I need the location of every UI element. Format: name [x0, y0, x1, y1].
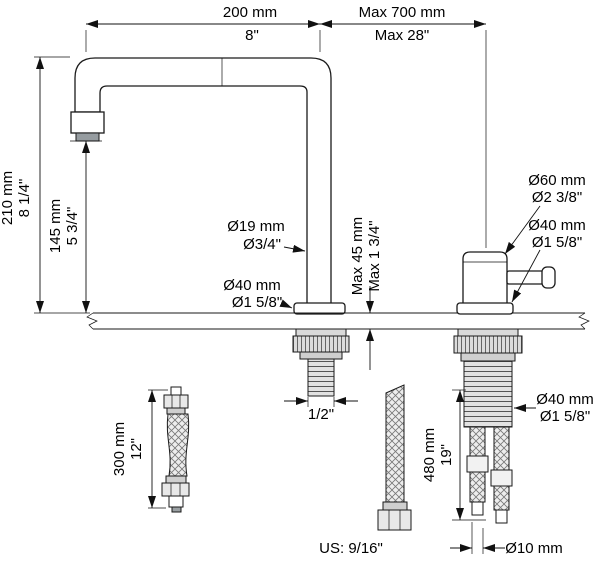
countertop: [86, 312, 590, 330]
spout-base-escutcheon: [293, 302, 346, 315]
aerator-tip: [75, 132, 100, 142]
side-hose-in-label: 12": [128, 438, 145, 460]
handle-dia-mm-label: Ø60 mm: [528, 172, 586, 189]
reach-in-label: 8": [245, 27, 259, 44]
handle-dia-leader: [504, 205, 541, 255]
spout-outline: [70, 57, 346, 315]
lever-knob: [541, 266, 556, 289]
spout-base-mm-label: Ø40 mm: [223, 277, 281, 294]
side-hose-mm-label: 300 mm: [111, 422, 128, 476]
reach-mm-label: 200 mm: [223, 4, 277, 21]
valve-hose-right: [493, 426, 510, 511]
height-mm-label: 210 mm: [0, 171, 16, 225]
spout-height-in-label: 5 3/4": [64, 207, 81, 246]
deck-break-left: [86, 312, 98, 330]
dimension-labels: 200 mm 8" Max 700 mm Max 28" 210 mm 8 1/…: [0, 4, 594, 557]
max-reach-in-label: Max 28": [375, 27, 430, 44]
spout-height-mm-label: 145 mm: [47, 199, 64, 253]
deck-thickness-in-label: Max 1 3/4": [366, 220, 383, 291]
handle-body: [462, 251, 508, 309]
deck-break-right: [578, 312, 590, 330]
side-hose-detail: [161, 386, 190, 513]
valve-mounting-hardware: [453, 328, 523, 524]
threaded-shank: [307, 358, 335, 397]
deck-thickness-mm-label: Max 45 mm: [349, 217, 366, 295]
mixer-handle: [456, 251, 556, 315]
handle-base-in-label: Ø1 5/8": [532, 234, 582, 251]
shank-thread-label: 1/2": [308, 406, 334, 423]
valve-body: [463, 360, 513, 428]
us-connection-label: US: 9/16": [319, 540, 383, 557]
dimension-lines: [34, 20, 541, 554]
valve-dia-in-label: Ø1 5/8": [540, 408, 590, 425]
spout-mounting-hardware: [292, 328, 350, 397]
spout-base-leader: [279, 299, 293, 309]
hose-dia-label: Ø10 mm: [505, 540, 563, 557]
valve-dia-mm-label: Ø40 mm: [536, 391, 594, 408]
spout-dia-in-label: Ø3/4": [243, 236, 281, 253]
spout-base-in-label: Ø1 5/8": [232, 294, 282, 311]
supply-hose-mm-label: 480 mm: [421, 428, 438, 482]
handle-base-escutcheon: [456, 302, 514, 315]
spout-dia-leader: [283, 244, 306, 253]
handle-base-mm-label: Ø40 mm: [528, 217, 586, 234]
handle-dia-in-label: Ø2 3/8": [532, 189, 582, 206]
spout-nozzle: [70, 111, 105, 134]
height-in-label: 8 1/4": [16, 179, 33, 218]
us-connection-nut: [377, 509, 412, 531]
handle-base-leader: [511, 249, 541, 303]
supply-hose-in-label: 19": [438, 444, 455, 466]
supply-hose-detail: [377, 384, 412, 531]
spout-dia-mm-label: Ø19 mm: [227, 218, 285, 235]
max-reach-mm-label: Max 700 mm: [359, 4, 446, 21]
